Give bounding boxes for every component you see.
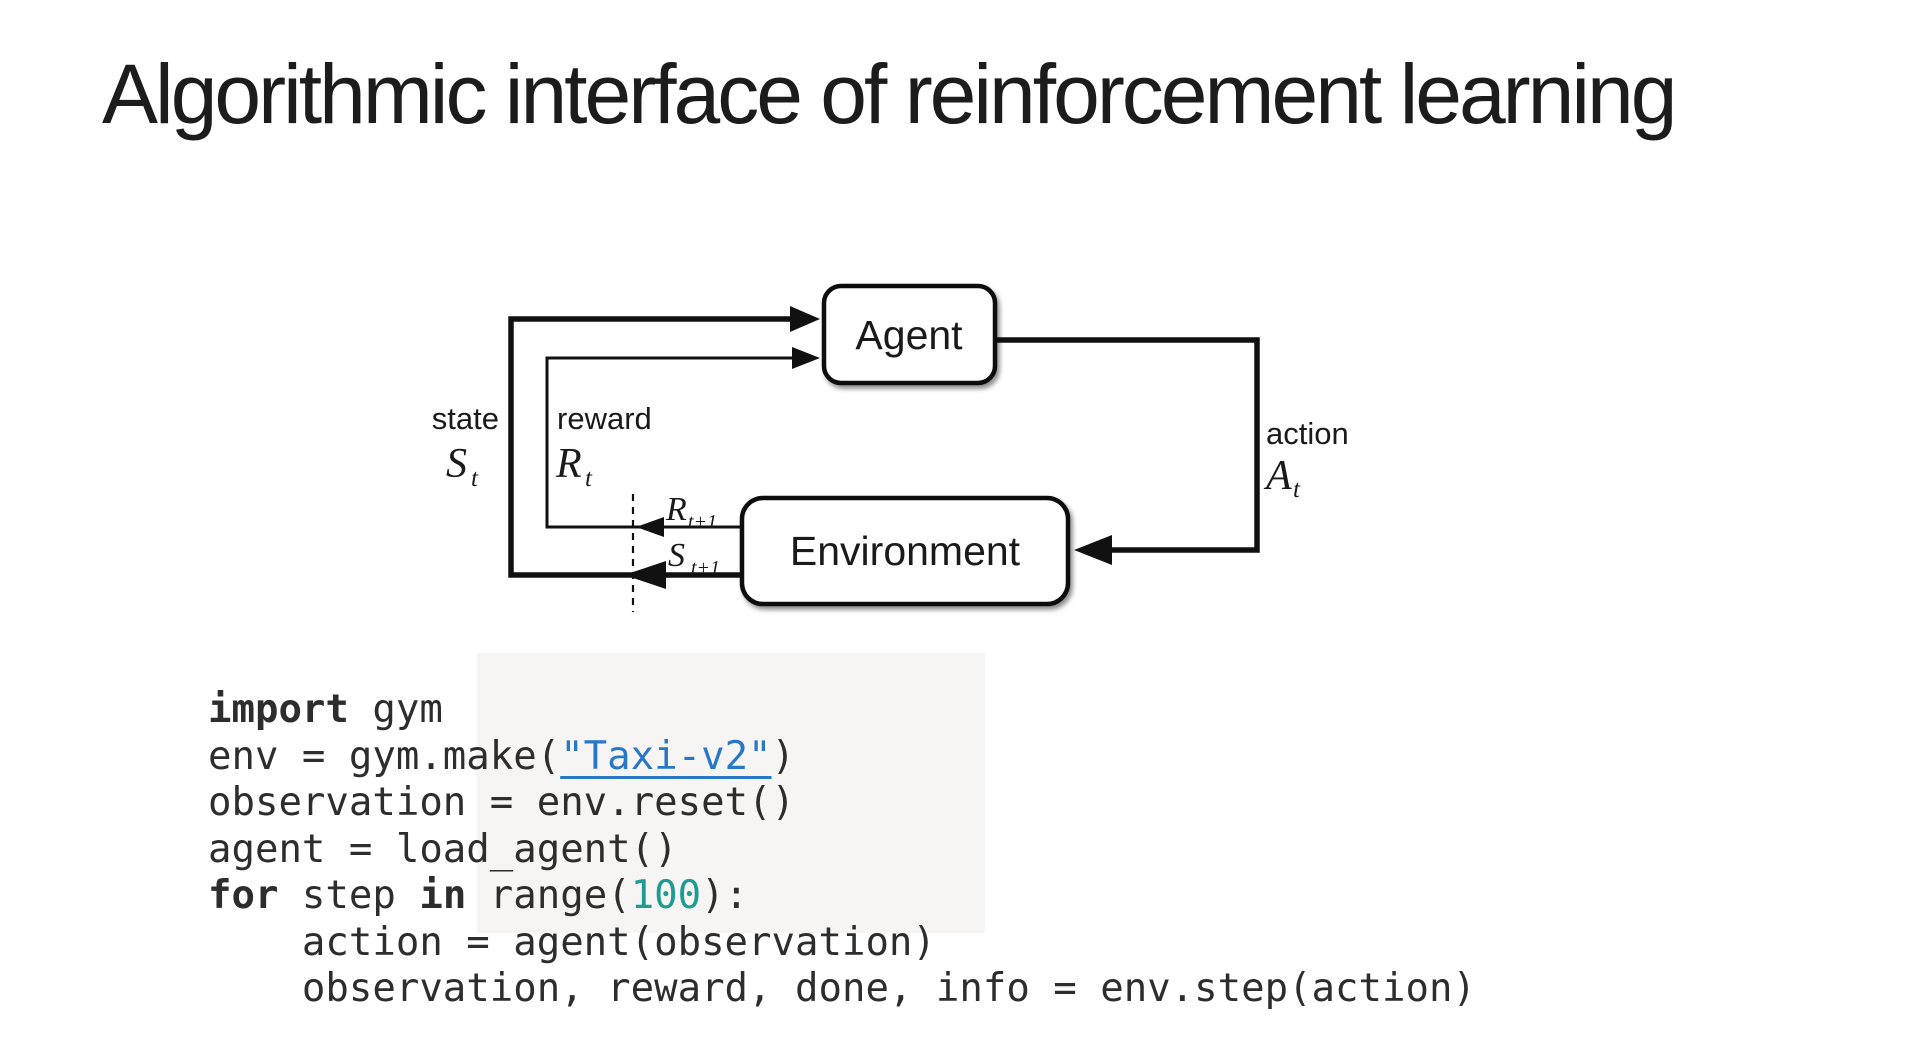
state-symbol: S	[446, 441, 467, 487]
environment-box-label: Environment	[790, 528, 1021, 574]
code-token: env = gym.make(	[208, 733, 561, 779]
page-title: Algorithmic interface of reinforcement l…	[102, 47, 1677, 141]
state-into-agent-arrowhead	[790, 306, 820, 332]
code-token: action = agent(observation)	[208, 919, 936, 965]
code-token: 100	[630, 873, 702, 918]
code-line: agent = load_agent()	[208, 827, 1476, 874]
reward-into-agent-arrowhead	[792, 347, 820, 369]
code-token: observation = env.reset()	[208, 780, 795, 825]
code-token: )	[771, 733, 796, 779]
reward-next-arrowhead	[636, 517, 664, 537]
code-line: for step in range(100):	[208, 873, 1476, 920]
code-line: observation = env.reset()	[208, 780, 1476, 827]
code-background-band	[477, 653, 985, 933]
reward-next-symbol: R	[665, 491, 687, 528]
state-next-arrowhead	[624, 561, 666, 589]
code-token: step	[278, 873, 420, 918]
state-label: state	[432, 401, 499, 436]
code-token: range(	[466, 873, 631, 918]
reward-symbol: R	[555, 441, 582, 487]
code-string-link: "Taxi-v2"	[560, 733, 772, 779]
reward-label: reward	[557, 401, 652, 436]
code-token: observation, reward, done, info = env.st…	[208, 966, 1476, 1011]
code-token: in	[419, 873, 467, 918]
agent-box	[821, 283, 998, 386]
reward-next-subscript: t+1	[688, 511, 717, 533]
state-next-subscript: t+1	[691, 557, 720, 579]
action-label: action	[1266, 416, 1349, 451]
code-token: import	[208, 687, 349, 732]
code-token: agent = load_agent()	[208, 826, 678, 872]
action-into-environment-arrowhead	[1074, 535, 1112, 565]
action-loop-line	[995, 337, 1260, 553]
state-symbol-subscript: t	[471, 465, 479, 492]
action-symbol: A	[1263, 453, 1292, 499]
agent-box-label: Agent	[855, 312, 963, 358]
code-token: ):	[701, 873, 749, 918]
reward-symbol-subscript: t	[585, 465, 593, 492]
code-line: observation, reward, done, info = env.st…	[208, 966, 1476, 1013]
code-token: for	[208, 873, 279, 918]
code-token: gym	[348, 687, 443, 732]
state-next-symbol: S	[668, 537, 685, 574]
code-line: env = gym.make("Taxi-v2")	[208, 734, 1476, 781]
code-line: action = agent(observation)	[208, 920, 1476, 967]
action-symbol-subscript: t	[1293, 476, 1301, 503]
environment-box	[739, 495, 1071, 607]
code-line: import gym	[208, 687, 1476, 734]
